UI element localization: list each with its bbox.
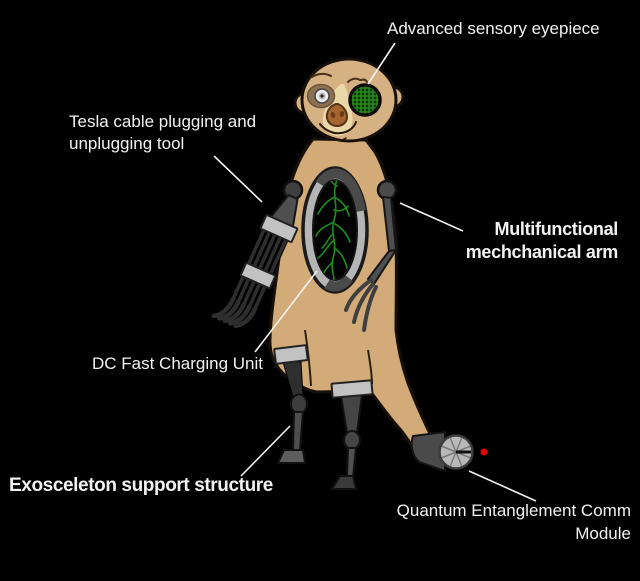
rear-leg (330, 379, 374, 490)
left-eye (314, 88, 330, 104)
front-hip-band (273, 344, 309, 365)
leader-line-exoskeleton (240, 425, 291, 477)
leader-line-quantum-module (468, 470, 537, 502)
label-text: Exosceleton support structure (9, 475, 273, 496)
left-arm-band-lower (239, 261, 277, 290)
dc-fast-charging-unit (301, 166, 369, 294)
electric-veins (315, 180, 351, 280)
mouth (319, 121, 357, 141)
leader-line-mechanical-arm (399, 202, 464, 232)
leader-line-tesla-tool (213, 155, 263, 203)
multifunctional-mechanical-arm (344, 179, 399, 332)
front-leg (273, 344, 309, 464)
label-text-line1: Tesla cable plugging and (69, 112, 257, 131)
rear-knee-joint (343, 430, 361, 450)
charging-ring-dark-bottom (324, 274, 353, 292)
red-indicator-dot (480, 448, 488, 456)
nose (325, 103, 349, 128)
label-quantum-comm-module: Quantum Entanglement Comm Module (397, 499, 631, 545)
label-dc-fast-charging-unit: DC Fast Charging Unit (92, 354, 263, 374)
sensory-eyepiece (348, 83, 382, 117)
front-foot (276, 449, 307, 464)
label-exoskeleton-support: Exosceleton support structure (9, 475, 273, 497)
front-knee-joint (290, 393, 308, 415)
exoskeleton-legs (273, 344, 374, 490)
wheel-hub-cone (410, 430, 446, 473)
quantum-comm-module (410, 430, 488, 473)
charging-ring-dark-top (315, 168, 366, 212)
label-text-line1: Multifunctional (494, 219, 619, 239)
label-advanced-sensory-eyepiece: Advanced sensory eyepiece (387, 19, 600, 39)
meerkat-head (293, 57, 405, 143)
label-text: DC Fast Charging Unit (92, 354, 264, 373)
label-text-line1: Quantum Entanglement Comm (396, 501, 631, 520)
label-text-line2: mechchanical arm (465, 242, 619, 262)
front-leg-crease (304, 329, 312, 387)
leader-line-charging-unit (254, 270, 318, 353)
leader-line-eyepiece (367, 42, 396, 85)
leader-lines (213, 42, 537, 502)
eyebrows (311, 72, 368, 83)
tesla-cable-tool-arm (211, 179, 304, 329)
label-tesla-cable-tool: Tesla cable plugging and unplugging tool (69, 111, 256, 155)
right-forearm (366, 248, 399, 286)
fork-hand (344, 278, 378, 332)
label-text-line2: unplugging tool (69, 134, 185, 153)
label-text: Advanced sensory eyepiece (387, 19, 600, 38)
label-multifunctional-arm: Multifunctional mechchanical arm (465, 218, 619, 264)
rear-hip-band (330, 379, 374, 399)
right-shoulder-joint (376, 179, 398, 201)
rear-foot (330, 475, 358, 490)
left-arm-band-upper (259, 214, 299, 243)
label-text-line2: Module (575, 524, 631, 543)
